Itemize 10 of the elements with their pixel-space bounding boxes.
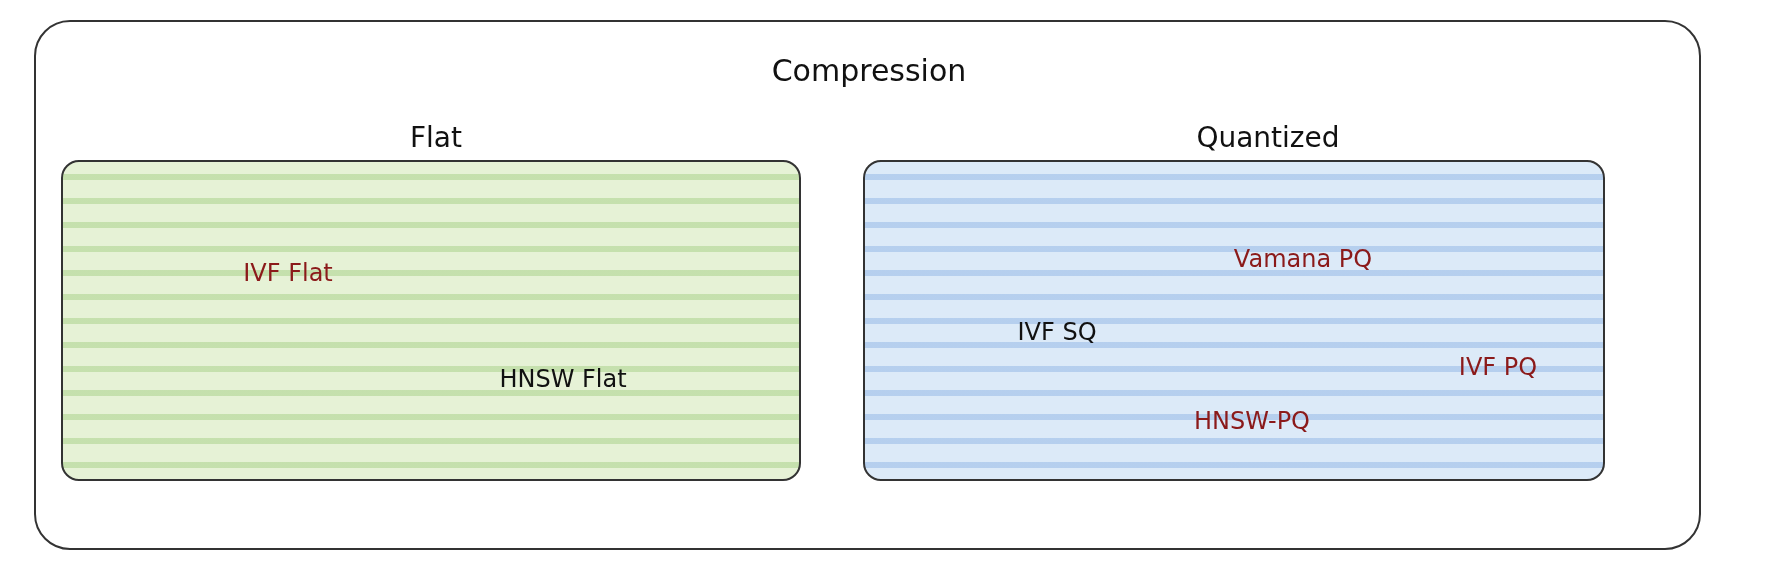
outer-panel xyxy=(34,20,1701,550)
panel-heading: Quantized xyxy=(1196,120,1340,154)
panel-heading: Flat xyxy=(410,120,462,154)
index-type-label: HNSW Flat xyxy=(499,365,627,393)
panel-title: Compression xyxy=(771,52,967,88)
index-type-label: IVF Flat xyxy=(243,259,333,287)
index-type-label: IVF PQ xyxy=(1458,353,1538,381)
index-type-label: IVF SQ xyxy=(1017,318,1097,346)
index-type-label: HNSW-PQ xyxy=(1194,407,1310,435)
index-type-label: Vamana PQ xyxy=(1233,245,1373,273)
